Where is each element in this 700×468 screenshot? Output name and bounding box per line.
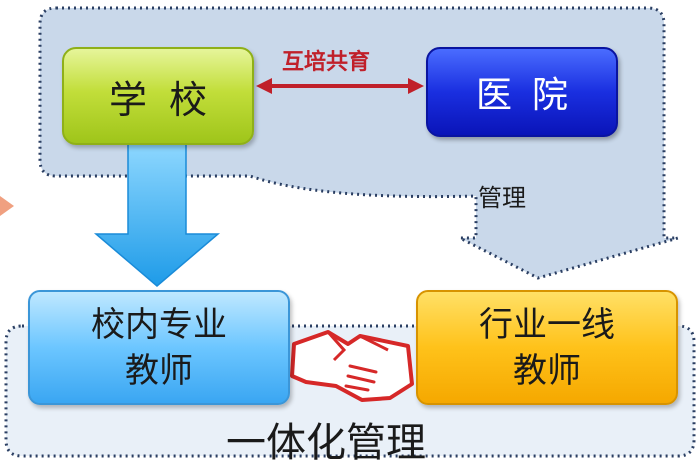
inhouse-teachers-node: 校内专业 教师 [28, 290, 290, 405]
frontline-teachers-line1: 行业一线 [479, 304, 615, 345]
frontline-teachers-node: 行业一线 教师 [416, 290, 678, 405]
down-arrow [93, 141, 221, 287]
hospital-node: 医院 [426, 47, 618, 137]
integrated-management-label: 一体化管理 [226, 420, 426, 466]
management-label: 管理 [478, 184, 526, 212]
mutual-training-arrow [256, 78, 424, 94]
left-edge-mark [0, 196, 14, 216]
inhouse-teachers-line1: 校内专业 [91, 304, 227, 345]
frontline-teachers-line2: 教师 [513, 350, 581, 391]
mutual-training-label: 互培共育 [282, 50, 371, 75]
handshake-icon [290, 330, 414, 402]
inhouse-teachers-line2: 教师 [125, 350, 193, 391]
hospital-label: 医院 [475, 75, 588, 116]
school-node: 学校 [62, 47, 254, 145]
school-label: 学校 [108, 77, 229, 122]
